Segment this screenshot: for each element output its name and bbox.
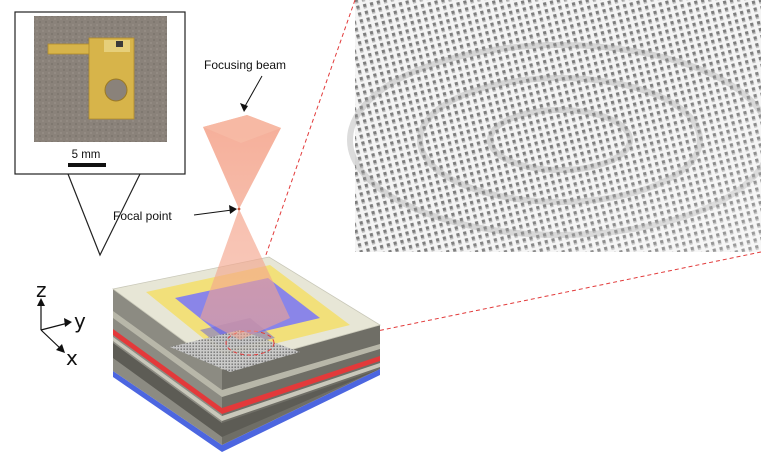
focusing-beam-label: Focusing beam — [204, 58, 286, 72]
axis-label-x: x — [66, 346, 78, 370]
annotations: Focusing beam Focal point — [113, 58, 286, 223]
coordinate-axes: z y x — [36, 278, 86, 370]
gold-chip — [47, 37, 135, 120]
axis-label-y: y — [74, 309, 86, 333]
focusing-beam-arrow — [243, 75, 263, 109]
axis-label-z: z — [36, 278, 47, 302]
scale-bar-label: 5 mm — [72, 149, 101, 161]
beam-lower-cone — [200, 209, 290, 340]
focal-point-arrow — [193, 209, 233, 216]
scale-bar — [68, 163, 106, 167]
focal-point-dot — [237, 207, 241, 211]
red-stripe — [113, 329, 380, 414]
callout-pointer — [67, 173, 141, 257]
focusing-beam — [200, 115, 290, 340]
beam-upper-cone — [203, 115, 281, 209]
metasurface-patch — [170, 330, 300, 372]
metasurface-zoom-panel — [347, 0, 761, 252]
focal-point-label: Focal point — [113, 209, 172, 223]
device-photo-inset: 5 mm — [14, 11, 186, 257]
